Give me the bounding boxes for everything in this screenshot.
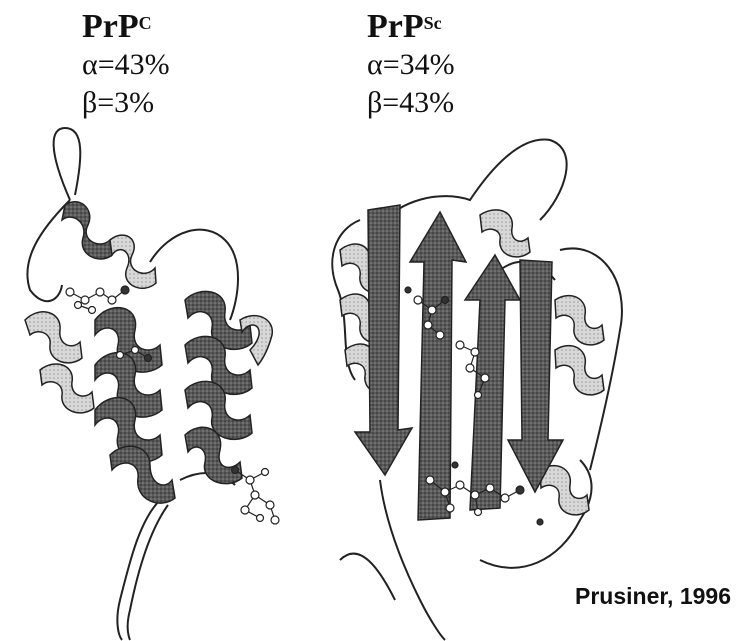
prpsc-bottom-coil-2 — [340, 554, 395, 600]
citation-text: Prusiner, 1996 — [575, 583, 731, 610]
prpc-helix-2 — [95, 308, 175, 503]
prpc-helix-3 — [185, 291, 272, 483]
prpc-side-strands — [25, 312, 94, 413]
prpc-tail-coil-2 — [128, 505, 168, 640]
prpsc-top-coil — [380, 140, 567, 225]
prpc-helix-1 — [62, 202, 156, 289]
beta-arrow-2 — [410, 212, 466, 520]
prpc-top-loop-coil — [54, 128, 81, 200]
beta-arrow-3 — [465, 255, 520, 510]
prpsc-beta-strands — [355, 205, 563, 520]
